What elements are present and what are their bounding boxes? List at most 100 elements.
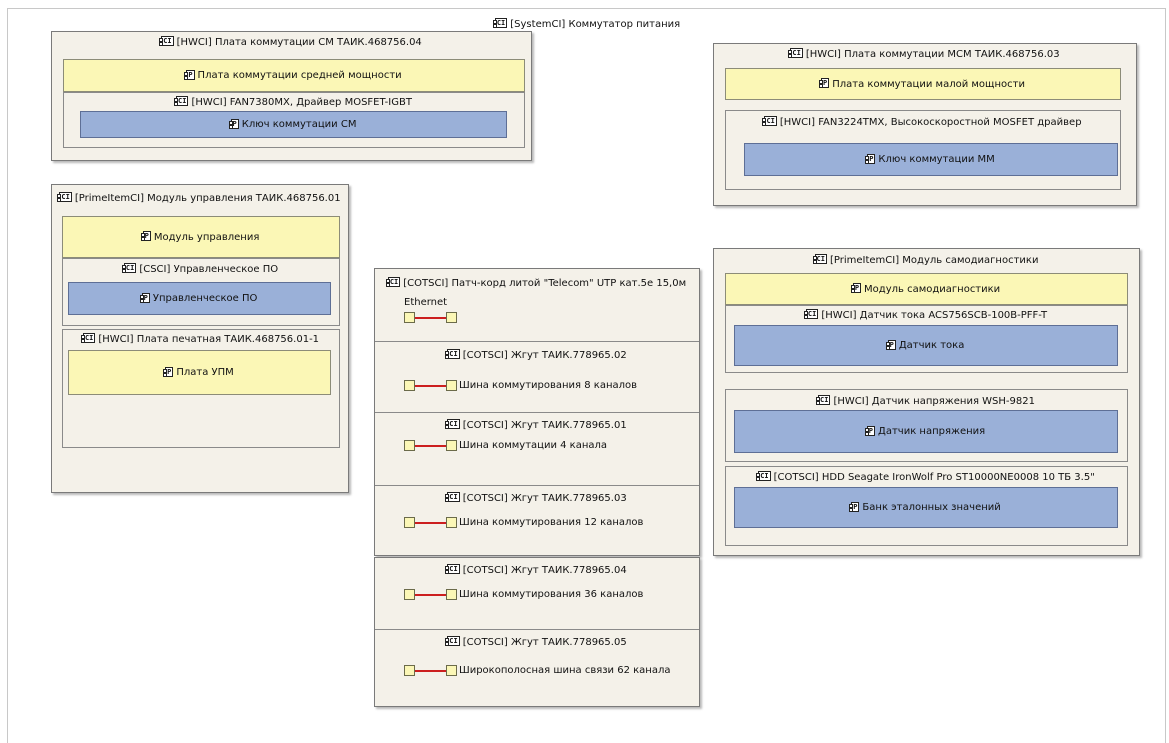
ci-icon: CI — [788, 48, 803, 58]
wire-line — [415, 594, 446, 596]
connector-left — [404, 517, 415, 528]
cable-label: Шина коммутирования 8 каналов — [459, 380, 638, 391]
mcm-board-title: [HWCI] Плата коммутации МСМ ТАИК.468756.… — [805, 49, 1060, 60]
sm-driver-title: [HWCI] FAN7380MX, Драйвер MOSFET-IGBT — [191, 97, 412, 108]
connector-right — [446, 665, 457, 676]
ci-icon: CI — [80, 333, 96, 343]
cable-label: Широкополосная шина связи 62 канала — [459, 665, 671, 676]
voltage-sensor-header: CI[HWCI] Датчик напряжения WSH-9821 — [726, 395, 1127, 408]
connector-right — [446, 589, 457, 600]
voltage-sensor-title: [HWCI] Датчик напряжения WSH-9821 — [833, 396, 1035, 407]
ci-icon: CI — [445, 564, 460, 574]
cable-title: [COTSCI] Жгут ТАИК.778965.02 — [462, 350, 627, 361]
part-icon: P — [139, 292, 150, 303]
connector-left — [404, 312, 415, 323]
ci-icon: CI — [173, 96, 189, 106]
connector-left — [404, 380, 415, 391]
control-pcb-box[interactable]: CI[HWCI] Плата печатная ТАИК.468756.01-1… — [62, 329, 340, 448]
cable-header: CI[COTSCI] Жгут ТАИК.778965.02 — [375, 349, 699, 362]
cable-label: Шина коммутации 4 канала — [459, 440, 608, 451]
control-sw-part-label: Управленческое ПО — [152, 293, 258, 304]
cable-harness-01[interactable]: CI[COTSCI] Жгут ТАИК.778965.01 Шина комм… — [375, 412, 699, 486]
system-title-text: [SystemCI] Коммутатор питания — [510, 19, 681, 30]
current-sensor-box[interactable]: CI[HWCI] Датчик тока ACS756SCB-100B-PFF-… — [725, 305, 1128, 373]
connector-right — [446, 312, 457, 323]
sm-driver-part-label: Ключ коммутации СМ — [241, 119, 357, 130]
sm-driver-header: CI[HWCI] FAN7380MX, Драйвер MOSFET-IGBT — [64, 96, 524, 109]
ci-icon: CI — [385, 277, 401, 287]
ci-icon: CI — [159, 36, 174, 46]
ci-icon: CI — [803, 309, 819, 319]
cable-header: CI[COTSCI] Жгут ТАИК.778965.01 — [375, 419, 699, 432]
sm-board-title: [HWCI] Плата коммутации СМ ТАИК.468756.0… — [176, 37, 422, 48]
cable-header: CI[COTSCI] Патч-корд литой "Telecom" UTP… — [375, 277, 699, 290]
cable-label: Ethernet — [404, 297, 448, 308]
ci-icon: CI — [815, 395, 831, 405]
wire-line — [415, 317, 446, 319]
cable-harness-03[interactable]: CI[COTSCI] Жгут ТАИК.778965.03 Шина комм… — [375, 485, 699, 555]
connector-right — [446, 517, 457, 528]
cable-header: CI[COTSCI] Жгут ТАИК.778965.05 — [375, 636, 699, 649]
ci-icon: CI — [756, 471, 771, 481]
cable-title: [COTSCI] Жгут ТАИК.778965.01 — [462, 420, 627, 431]
hdd-title: [COTSCI] HDD Seagate IronWolf Pro ST1000… — [773, 472, 1095, 483]
diag-module-header: CI[PrimeItemCI] Модуль самодиагностики — [714, 254, 1139, 267]
mcm-driver-box[interactable]: CI[HWCI] FAN3224TMX, Высокоскоростной MO… — [725, 110, 1121, 190]
diag-module-box[interactable]: CI[PrimeItemCI] Модуль самодиагностики P… — [713, 248, 1140, 556]
part-icon: P — [864, 425, 876, 436]
cable-harness-05[interactable]: CI[COTSCI] Жгут ТАИК.778965.05 Широкопол… — [375, 629, 699, 706]
hdd-header: CI[COTSCI] HDD Seagate IronWolf Pro ST10… — [726, 471, 1127, 484]
cable-title: [COTSCI] Жгут ТАИК.778965.05 — [462, 637, 627, 648]
mcm-board-box[interactable]: CI[HWCI] Плата коммутации МСМ ТАИК.46875… — [713, 43, 1137, 206]
control-sw-header: CI[CSCI] Управленческое ПО — [63, 263, 339, 276]
part-icon: P — [849, 501, 860, 512]
mcm-driver-title: [HWCI] FAN3224TMX, Высокоскоростной MOSF… — [779, 117, 1082, 128]
ci-icon: CI — [445, 492, 460, 502]
current-sensor-part-label: Датчик тока — [898, 340, 965, 351]
cable-harness-02[interactable]: CI[COTSCI] Жгут ТАИК.778965.02 Шина комм… — [375, 341, 699, 413]
ci-icon: CI — [812, 254, 827, 264]
cable-ethernet[interactable]: CI[COTSCI] Патч-корд литой "Telecom" UTP… — [375, 269, 699, 341]
sm-driver-box[interactable]: CI[HWCI] FAN7380MX, Драйвер MOSFET-IGBT … — [63, 92, 525, 148]
control-pcb-header: CI[HWCI] Плата печатная ТАИК.468756.01-1 — [63, 333, 339, 346]
connector-left — [404, 589, 415, 600]
hdd-part-label: Банк эталонных значений — [862, 502, 1001, 513]
cable-harness-04[interactable]: CI[COTSCI] Жгут ТАИК.778965.04 Шина комм… — [375, 558, 699, 629]
connector-right — [446, 380, 457, 391]
sm-board-box[interactable]: CI[HWCI] Плата коммутации СМ ТАИК.468756… — [51, 31, 532, 161]
wire-line — [415, 385, 446, 387]
control-sw-title: [CSCI] Управленческое ПО — [139, 264, 279, 275]
mcm-board-header: CI[HWCI] Плата коммутации МСМ ТАИК.46875… — [714, 48, 1136, 61]
cable-title: [COTSCI] Патч-корд литой "Telecom" UTP к… — [403, 278, 687, 289]
cables-group-1[interactable]: CI[COTSCI] Патч-корд литой "Telecom" UTP… — [374, 268, 700, 556]
control-module-box[interactable]: CI[PrimeItemCI] Модуль управления ТАИК.4… — [51, 184, 349, 493]
current-sensor-header: CI[HWCI] Датчик тока ACS756SCB-100B-PFF-… — [726, 309, 1127, 322]
cable-title: [COTSCI] Жгут ТАИК.778965.03 — [462, 493, 627, 504]
system-title[interactable]: CI[SystemCI] Коммутатор питания — [8, 18, 1167, 30]
cables-group-2[interactable]: CI[COTSCI] Жгут ТАИК.778965.04 Шина комм… — [374, 557, 700, 707]
ci-icon: CI — [492, 18, 508, 28]
cable-label: Шина коммутирования 12 каналов — [459, 517, 644, 528]
current-sensor-title: [HWCI] Датчик тока ACS756SCB-100B-PFF-T — [821, 310, 1048, 321]
hdd-box[interactable]: CI[COTSCI] HDD Seagate IronWolf Pro ST10… — [725, 466, 1128, 546]
connector-right — [446, 440, 457, 451]
mcm-driver-header: CI[HWCI] FAN3224TMX, Высокоскоростной MO… — [726, 116, 1120, 129]
cable-title: [COTSCI] Жгут ТАИК.778965.04 — [462, 565, 627, 576]
diagram-canvas: CI[SystemCI] Коммутатор питания CI[HWCI]… — [7, 8, 1166, 743]
wire-line — [415, 445, 446, 447]
control-module-header: CI[PrimeItemCI] Модуль управления ТАИК.4… — [52, 192, 348, 205]
ci-icon: CI — [445, 349, 460, 359]
